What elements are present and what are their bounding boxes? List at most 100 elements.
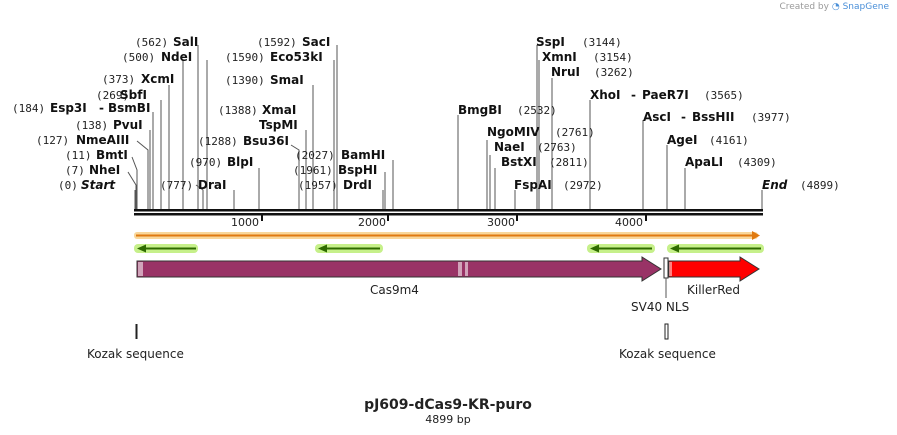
site-pos-naei: (2763): [537, 141, 577, 154]
site-pos-xmai: (1388): [218, 104, 258, 117]
primer-4: [667, 244, 764, 253]
site-pos-bsu36i: (1288): [198, 135, 238, 148]
site-name-naei: NaeI: [494, 140, 525, 154]
cas9m4-segment-break-3: [465, 262, 468, 276]
leader-bmti: [131, 156, 138, 210]
site-name-pvui: PvuI: [113, 118, 143, 132]
primer-3: [587, 244, 655, 253]
backbone-bottom-strand: [134, 213, 763, 216]
site-pos-start: (0): [58, 179, 78, 192]
cas9m4-segment-break-2: [458, 262, 462, 276]
site-name-xcmi: XcmI: [141, 72, 174, 86]
site-name-esp3i: Esp3I: [50, 101, 87, 115]
site-name-xmai: XmaI: [262, 103, 296, 117]
site-leader-lines: [127, 45, 763, 210]
site-name-asci: AscI: [643, 110, 671, 124]
site-pos-smai: (1390): [225, 74, 265, 87]
tick-label-1000: 1000: [231, 216, 259, 229]
site-name-tspmi: TspMI: [259, 118, 298, 132]
tick-2000: [387, 215, 389, 221]
site-name-bmti: BmtI: [96, 148, 128, 162]
tick-4000: [645, 215, 647, 221]
site-name-sali: SalI: [173, 35, 198, 49]
site-name-start: Start: [81, 178, 116, 192]
site-pos-end: (4899): [800, 179, 840, 192]
site-name-sspi: SspI: [536, 35, 565, 49]
site-name-ndei: NdeI: [161, 50, 192, 64]
tick-label-4000: 4000: [615, 216, 643, 229]
ruler: 1000 2000 3000 4000: [231, 215, 647, 229]
site-pos-nhei: (7): [65, 164, 85, 177]
killerred-label: KillerRed: [687, 283, 740, 297]
site-pos-asci: (3977): [751, 111, 791, 124]
kozak-2: Kozak sequence: [619, 323, 716, 361]
site-pos-eco53ki: (1590): [225, 51, 265, 64]
primers: [134, 244, 764, 253]
site-pos-saci: (1592): [257, 36, 297, 49]
kozak-2-marker: [664, 323, 669, 340]
killerred-arrow: [668, 256, 760, 282]
leader-bsu36i: [290, 144, 300, 210]
killerred-start-mark: [669, 262, 672, 276]
tick-label-3000: 3000: [487, 216, 515, 229]
site-name-end: End: [762, 178, 788, 192]
kozak-2-label: Kozak sequence: [619, 347, 716, 361]
site-pos-bstxi: (2811): [549, 156, 589, 169]
backbone-top-strand: [134, 209, 763, 212]
site-name-bsphi: BspHI: [338, 163, 377, 177]
site-pos-blpi: (970): [189, 156, 222, 169]
orf-arrowhead: [752, 231, 760, 240]
site-pos-sspi: (3144): [582, 36, 622, 49]
feature-sv40-nls: SV40 NLS: [631, 257, 689, 314]
credit-prefix: Created by: [779, 2, 829, 12]
kozak-1-marker: [135, 324, 138, 339]
site-pos-nmeaiii: (127): [36, 134, 69, 147]
backbone: [134, 209, 763, 216]
primer-1: [134, 244, 198, 253]
site-name-eco53ki: Eco53kI: [270, 50, 323, 64]
site-name-saci: SacI: [302, 35, 330, 49]
primer-2: [315, 244, 383, 253]
site-pos-fspai: (2972): [563, 179, 603, 192]
site-name-bstxi: BstXI: [501, 155, 537, 169]
site-name-drai: DraI: [198, 178, 226, 192]
site-pair-dash-esp3i: -: [99, 101, 104, 115]
site-name-bamhi: BamHI: [341, 148, 385, 162]
primer-2-arrowhead: [318, 244, 327, 253]
site-pos-ngomiv: (2761): [555, 126, 595, 139]
sv40-nls-label: SV40 NLS: [631, 300, 689, 314]
leader-drai-a: [195, 184, 204, 210]
site-pos-sali: (562): [135, 36, 168, 49]
primer-1-arrowhead: [137, 244, 146, 253]
site-pos-nrui: (3262): [594, 66, 634, 79]
site-name-ngomiv: NgoMIV: [487, 125, 540, 139]
site-name-agei: AgeI: [667, 133, 697, 147]
site-pos-xhoi: (3565): [704, 89, 744, 102]
site-pos-ndei: (500): [122, 51, 155, 64]
cas9m4-label: Cas9m4: [370, 283, 419, 297]
cas9m4-arrow: [136, 256, 662, 282]
site-pos-drdi: (1957): [298, 179, 338, 192]
leader-nmeaiii: [136, 140, 149, 210]
kozak-1-label: Kozak sequence: [87, 347, 184, 361]
site-name-nmeaiii: NmeAIII: [76, 133, 129, 147]
plasmid-title: pJ609-dCas9-KR-puro: [364, 397, 532, 413]
site-pair-dash-asci: -: [681, 110, 686, 124]
site-pos-pvui: (138): [75, 119, 108, 132]
site-pos-drai: (777): [160, 179, 193, 192]
snapgene-credit: Created by ◔ SnapGene: [779, 2, 889, 12]
site-pos-agei: (4161): [709, 134, 749, 147]
tick-1000: [261, 215, 263, 221]
site-pos-bsphi: (1961): [293, 164, 333, 177]
tick-label-2000: 2000: [358, 216, 386, 229]
site-name-xhoi: XhoI: [590, 88, 621, 102]
snapgene-logo-icon: ◔: [831, 2, 840, 12]
primer-3-arrowhead: [590, 244, 599, 253]
orf-arrow: [134, 231, 760, 240]
leader-nhei: [127, 171, 137, 210]
primer-4-arrowhead: [670, 244, 679, 253]
site-name-nhei: NheI: [89, 163, 120, 177]
site-name-nrui: NruI: [551, 65, 580, 79]
cas9m4-segment-break-1: [138, 262, 143, 276]
